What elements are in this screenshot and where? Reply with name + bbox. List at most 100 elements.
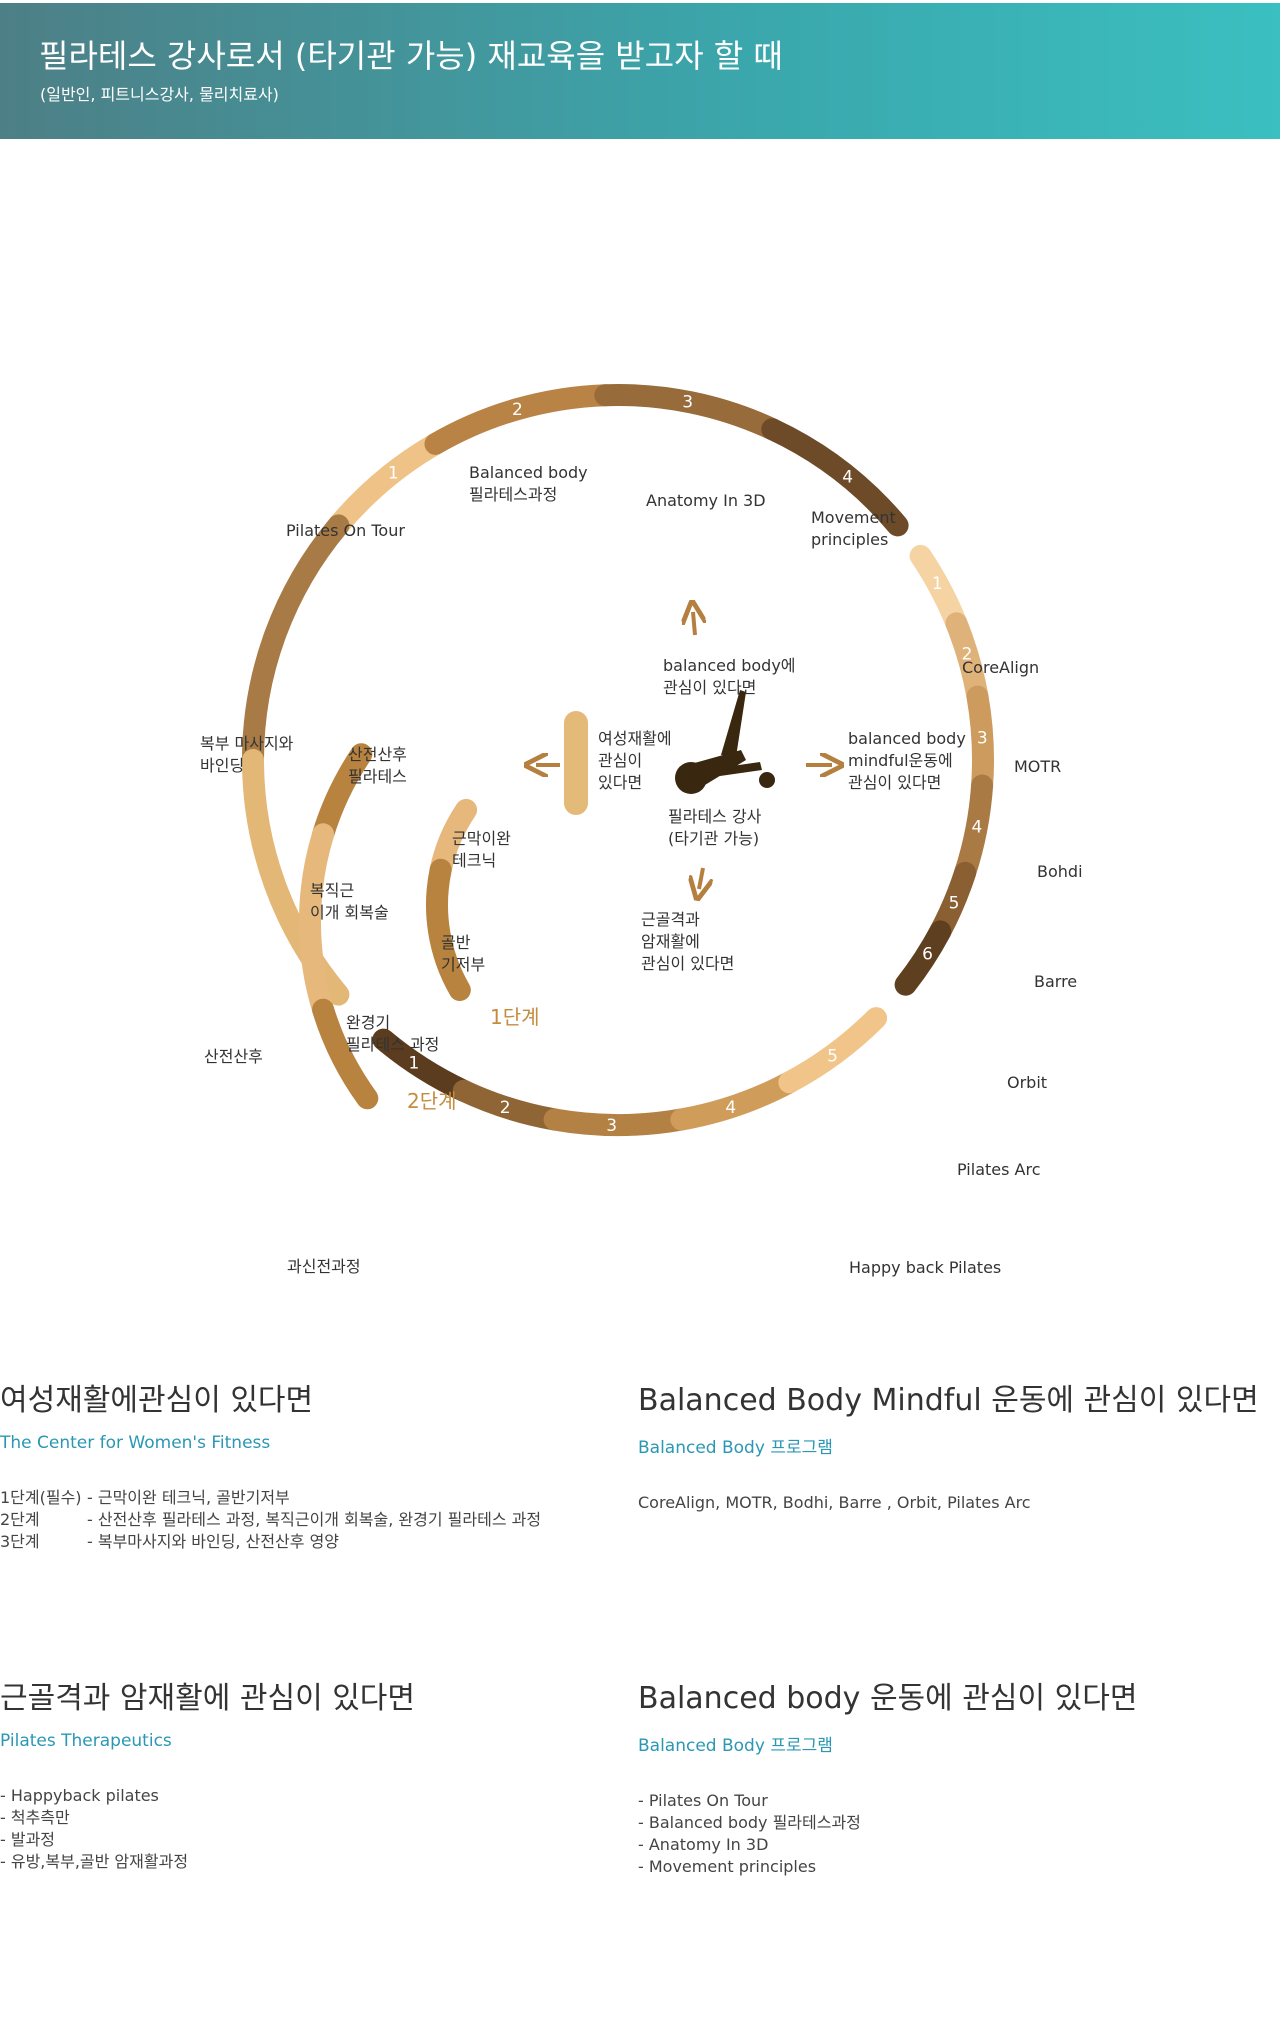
label-line: 필라테스과정 (469, 485, 557, 504)
left-outer-segment-1 (242, 514, 350, 771)
diagram-label: 과신전과정 (287, 1257, 361, 1276)
list-item: 1단계(필수)- 근막이완 테크닉, 골반기저부 (0, 1488, 290, 1507)
diagram-label: Movement principles (811, 508, 896, 549)
list-item: - Balanced body 필라테스과정 (638, 1813, 861, 1832)
left-outer-segment-2 (242, 749, 350, 1006)
list-item: - 유방,복부,골반 암재활과정 (0, 1852, 189, 1871)
section-subheading: Balanced Body 프로그램 (638, 1438, 833, 1458)
segment-number: 4 (725, 1098, 736, 1118)
list-item: - Happyback pilates (0, 1786, 159, 1805)
list-item: 2단계- 산전산후 필라테스 과정, 복직근이개 회복술, 완경기 필라테스 과… (0, 1510, 542, 1529)
label-line: Happy back Pilates (849, 1258, 1001, 1277)
label-line: balanced body (848, 729, 966, 748)
top-arc-segment-3 (594, 383, 784, 441)
page-header: 필라테스 강사로서 (타기관 가능) 재교육을 받고자 할 때 (일반인, 피트… (0, 3, 1280, 139)
segment-number: 3 (682, 393, 693, 413)
section-heading: 근골격과 암재활에 관심이 있다면 (0, 1681, 416, 1716)
label-line: Balanced body (469, 463, 588, 482)
segment-number: 1 (388, 463, 399, 483)
label-line: (타기관 가능) (668, 829, 759, 848)
segment-number: 3 (977, 729, 988, 749)
segment-number: 6 (922, 944, 933, 964)
pilates-figure-icon (675, 690, 775, 794)
label-line: 과신전과정 (287, 1257, 361, 1276)
stage2-segment-3 (312, 998, 379, 1110)
label-line: 근골격과 (641, 910, 700, 929)
section-heading: Balanced body 운동에 관심이 있다면 (638, 1681, 1138, 1716)
diagram-label: Anatomy In 3D (646, 491, 766, 510)
top-arc-segment-1 (327, 432, 447, 537)
section-musculoskeletal: 근골격과 암재활에 관심이 있다면 Pilates Therapeutics -… (0, 1673, 600, 1873)
segment-number: 1 (408, 1054, 419, 1074)
segment-number: 3 (606, 1116, 617, 1136)
section-body: 1단계(필수)- 근막이완 테크닉, 골반기저부 2단계- 산전산후 필라테스 … (0, 1487, 600, 1553)
arrow-down (699, 867, 703, 889)
stage2-title: 2단계 (407, 1089, 457, 1113)
section-womens-rehab: 여성재활에관심이 있다면 The Center for Women's Fitn… (0, 1375, 600, 1553)
diagram-label: Balanced body 필라테스과정 (469, 463, 588, 504)
segment-number: 1 (932, 574, 943, 594)
segment-number: 4 (971, 818, 982, 838)
label-line: 골반 (441, 933, 471, 952)
label-line: Bohdi (1037, 862, 1083, 881)
left-bar (564, 711, 588, 815)
diagram-label: Pilates Arc (957, 1160, 1041, 1179)
list-item: - 발과정 (0, 1830, 56, 1849)
label-line: balanced body에 (663, 656, 796, 675)
right-arc-segment-6 (894, 920, 952, 996)
section-body: CoreAlign, MOTR, Bodhi, Barre , Orbit, P… (638, 1492, 1278, 1514)
arrow-up (693, 612, 695, 636)
label-line: 암재활에 (641, 932, 700, 951)
label-line: 관심이 (598, 751, 642, 770)
label-line: 근막이완 (452, 829, 511, 848)
diagram-label: CoreAlign (962, 658, 1039, 677)
label-line: 있다면 (598, 773, 642, 792)
label-line: Pilates Arc (957, 1160, 1041, 1179)
segment-number: 4 (842, 467, 853, 487)
segment-number: 2 (512, 400, 523, 420)
list-item: - Anatomy In 3D (638, 1835, 769, 1854)
label-line: CoreAlign (962, 658, 1039, 677)
label-line: 관심이 있다면 (663, 678, 756, 697)
label-line: Movement (811, 508, 896, 527)
label-line: Barre (1034, 972, 1077, 991)
diagram-label: Pilates On Tour (286, 521, 405, 540)
list-item: 3단계- 복부마사지와 바인딩, 산전산후 영양 (0, 1532, 340, 1551)
label-line: 완경기 (346, 1013, 390, 1032)
label-line: 필라테스 (348, 767, 407, 786)
label-line: 이개 회복술 (310, 903, 389, 922)
bottom-arc-segment-3 (543, 1108, 693, 1136)
label-line: 산전산후 (348, 745, 407, 764)
label-line: 산전산후 (204, 1047, 263, 1066)
list-item: - 척추측만 (0, 1808, 70, 1827)
label-line: 테크닉 (452, 851, 496, 870)
label-line: 여성재활에 (598, 729, 672, 748)
top-arc-segment-4 (761, 418, 909, 537)
section-balanced-body: Balanced body 운동에 관심이 있다면 Balanced Body … (638, 1673, 1278, 1878)
label-line: 관심이 있다면 (848, 773, 941, 792)
segment-number: 5 (827, 1046, 838, 1066)
label-line: 복부 마사지와 (200, 734, 294, 753)
segment-number: 2 (500, 1098, 511, 1118)
stage1-title: 1단계 (490, 1005, 540, 1029)
bottom-arc-segment-5 (778, 1007, 888, 1094)
section-mindful: Balanced Body Mindful 운동에 관심이 있다면 Balanc… (638, 1375, 1278, 1514)
list-item: - Pilates On Tour (638, 1791, 768, 1810)
label-line: principles (811, 530, 888, 549)
list-item: CoreAlign, MOTR, Bodhi, Barre , Orbit, P… (638, 1493, 1031, 1512)
label-line: 바인딩 (200, 756, 244, 775)
page-subtitle: (일반인, 피트니스강사, 물리치료사) (40, 85, 279, 104)
diagram-label: Bohdi (1037, 862, 1083, 881)
label-line: mindful운동에 (848, 751, 953, 770)
diagram-label: Happy back Pilates허리 질환 환자프로그램 (849, 1258, 1001, 1280)
